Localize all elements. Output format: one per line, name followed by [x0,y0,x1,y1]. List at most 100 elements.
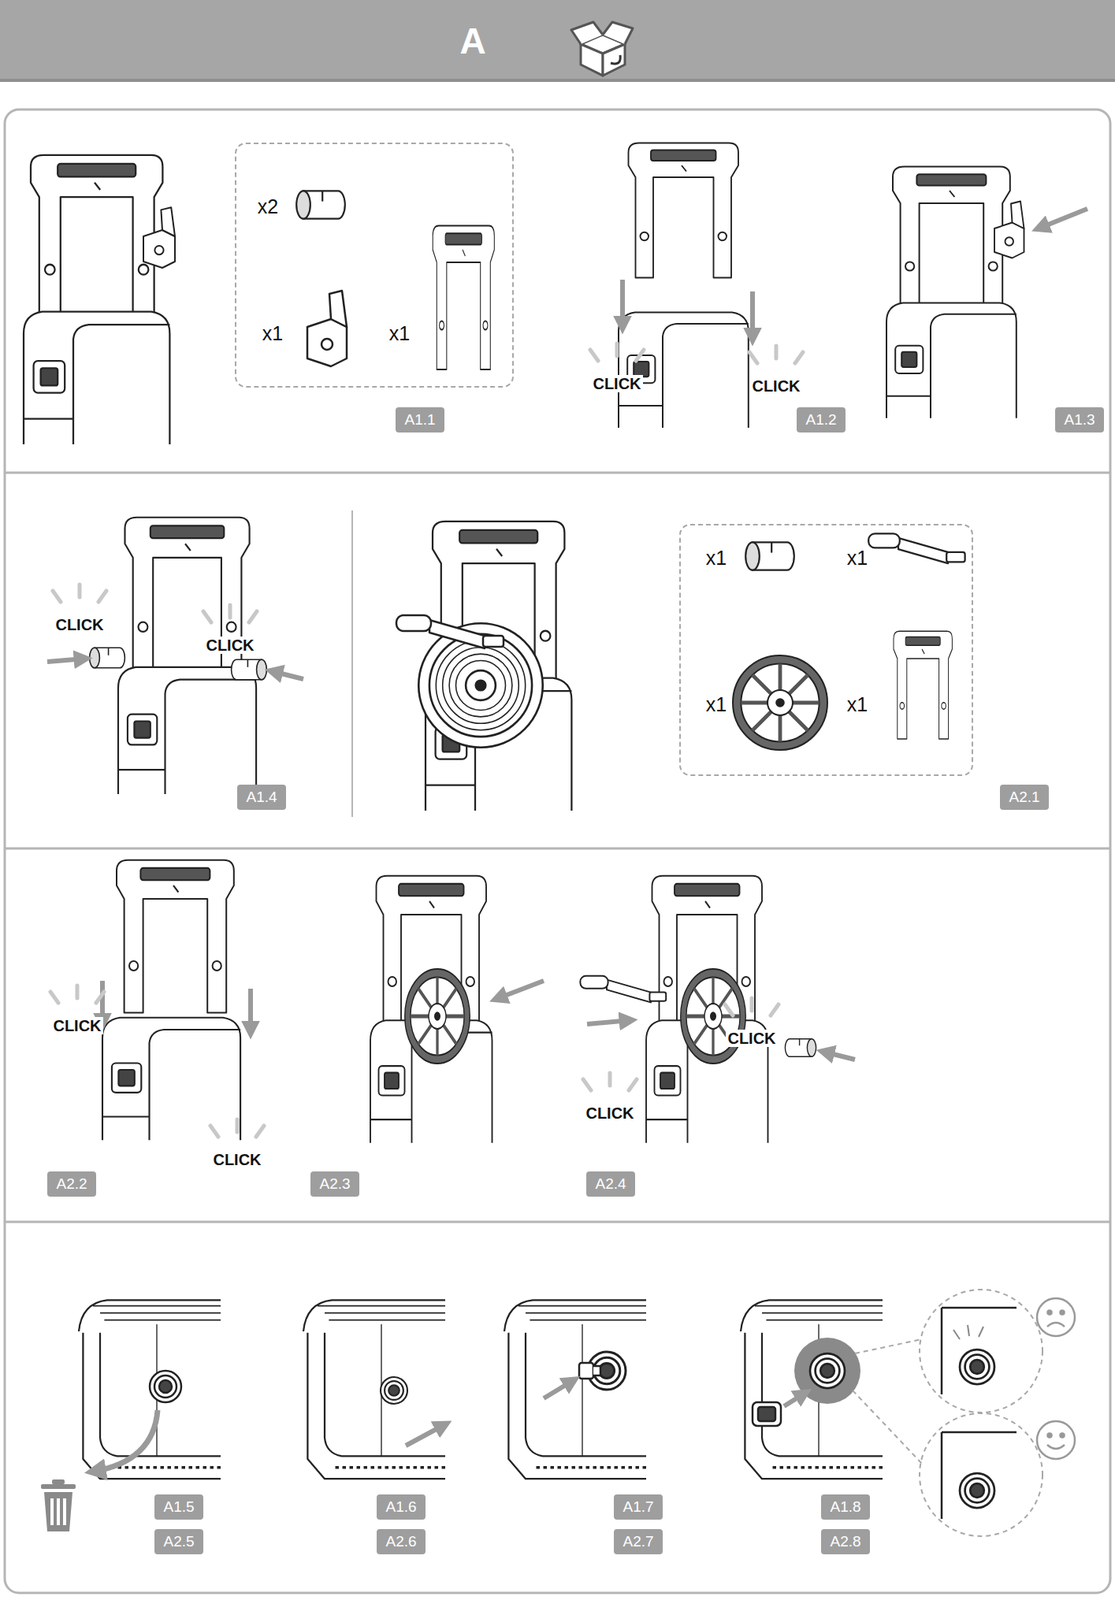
click-label: CLICK [53,616,105,634]
click-rays [724,998,779,1016]
sad-face [1060,1311,1065,1316]
washer-figure [370,876,493,1144]
detail-lead [852,1289,1043,1537]
header-band [0,0,1115,82]
inlet-closeup [149,1371,182,1403]
trash-icon [40,1484,76,1490]
step-number: A1.7 [622,1498,654,1517]
detail-lead [852,1390,924,1466]
step-tag: A1.8 [821,1494,870,1521]
washer-figure [579,976,666,1004]
assembly-arrow [587,1020,855,1060]
happy-face [1047,1445,1065,1450]
washer-figure [646,876,769,1144]
sad-face [1047,1323,1065,1327]
inlet-closeup [78,1300,221,1480]
click-rays [52,584,107,603]
detail-lead [854,1339,922,1354]
detail-lead [919,1413,1043,1537]
washer-figure [370,876,493,1144]
step-number: A1.6 [385,1498,417,1517]
step-tag: A1.4 [237,784,287,811]
detail-closeup [959,1349,995,1385]
assembly-arrow [1038,208,1088,229]
parts-figure [868,533,965,564]
washer-figure [886,167,1025,419]
step-number: A1.8 [829,1498,861,1517]
open-box-icon [580,44,603,76]
click-label: CLICK [204,636,256,655]
parts-box: x1x1x1x1 [679,524,974,777]
step-tag: A2.1 [999,784,1049,811]
parts-figure [432,226,495,370]
step-tag: A1.6 [376,1494,426,1521]
assembly-arrow [784,1393,806,1407]
step-number: A2.8 [829,1533,861,1551]
assembly-arrow [47,658,86,662]
happy-face [1048,1434,1052,1439]
step-tag: A1.3 [1055,407,1104,433]
step-number: A1.1 [404,411,435,429]
step-tag: A2.5 [154,1529,204,1555]
panel-frame [4,472,1111,475]
inlet-closeup [740,1300,883,1480]
inlet-closeup [752,1402,781,1427]
assembly-arrow [750,291,755,339]
quantity-label: x1 [847,546,868,569]
step-number: A2.5 [163,1533,194,1551]
assembly-arrow [622,279,753,339]
parts-figure [296,190,346,219]
assembly-arrow [405,1424,446,1446]
step-number: A2.1 [1008,788,1040,807]
washer-figure [579,876,816,1144]
inlet-closeup [740,1300,883,1480]
washer-figure [618,312,749,428]
remove-arrow [92,1410,158,1472]
remove-arrow [92,1410,158,1472]
inlet-closeup [752,1402,781,1427]
step-tag: A1.5 [154,1494,204,1521]
washer-figure [23,155,170,445]
washer-figure [89,647,126,669]
inlet-closeup [587,1352,626,1391]
assembly-arrow [1038,208,1088,229]
open-box-icon [602,44,625,76]
open-box-icon [571,22,633,76]
step-tag: A1.1 [395,407,445,433]
panel-frame [351,510,354,818]
quantity-label: x1 [389,322,410,345]
step-number: A2.4 [594,1175,626,1194]
assembly-arrow [543,1380,574,1399]
click-rays [749,345,803,364]
step-number: A2.7 [622,1533,654,1551]
click-label: CLICK [211,1151,263,1169]
inlet-closeup [303,1300,446,1480]
inlet-closeup [303,1300,446,1480]
quantity-label: x1 [706,546,727,569]
click-label: CLICK [590,375,643,393]
inlet-closeup [504,1300,647,1480]
step-number: A1.4 [245,788,277,807]
inlet-closeup [810,1353,845,1389]
click-rays [590,343,644,361]
click-label: CLICK [725,1029,777,1048]
washer-figure [102,860,241,1142]
step-tag: A2.6 [376,1529,426,1555]
washer-figure [886,167,1017,419]
click-rays [583,1073,637,1091]
parts-figure [732,655,828,751]
assembly-arrow [271,671,304,680]
assembly-arrow [47,658,304,680]
panel-frame [4,109,1111,1594]
click-rays [50,343,803,1138]
open-box-icon [571,22,603,45]
click-label: CLICK [583,1104,636,1123]
parts-figure [893,631,952,740]
step-number: A1.2 [805,411,837,429]
detail-lead [919,1289,1043,1413]
parts-figure [745,542,795,570]
panel-frame [4,109,1111,1594]
panel-frame [4,1221,1111,1224]
